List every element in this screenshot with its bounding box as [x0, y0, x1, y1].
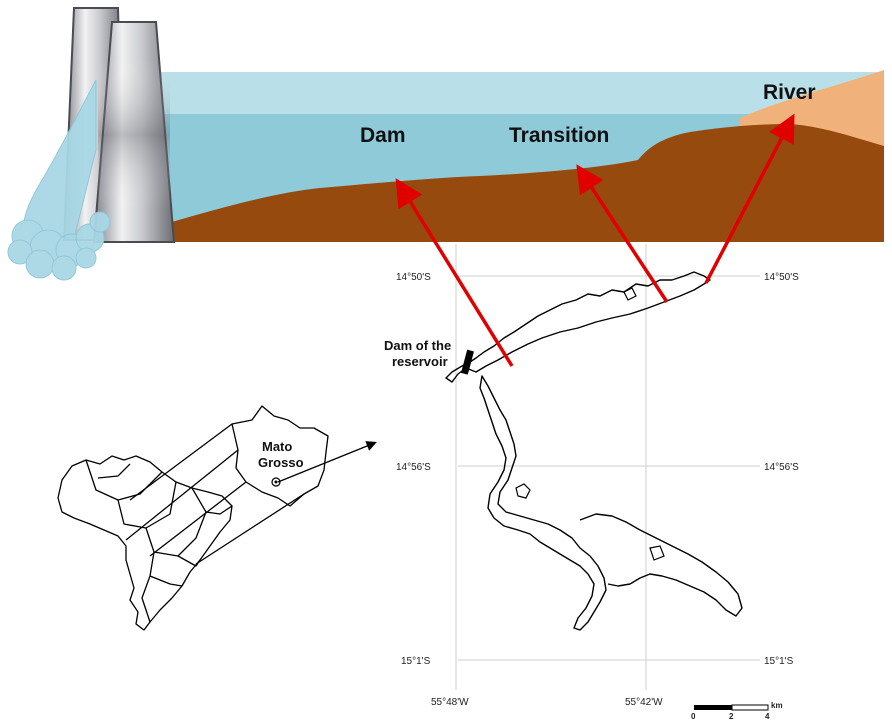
lat-label-left-2: 14°56'S	[396, 462, 431, 473]
sediment-bed	[172, 124, 884, 242]
dam-label-line1: Dam of the	[384, 338, 451, 353]
dam-wall-shade	[98, 60, 170, 210]
spillway-water	[7, 79, 111, 281]
inset-connector-1	[129, 423, 233, 501]
inset-connector-2	[125, 449, 239, 541]
study-site-dot	[274, 480, 278, 484]
scale-tick-4: 4	[765, 712, 770, 721]
state-label-line1: Mato	[262, 439, 292, 454]
lat-label-left-3: 15°1'S	[401, 656, 431, 667]
scale-bar-white	[731, 704, 769, 711]
state-label-line2: Grosso	[258, 455, 304, 470]
scale-bar: 0 2 4 km	[691, 701, 783, 721]
brazil-state-lines	[85, 459, 233, 623]
reservoir-outline-east-arm	[579, 513, 743, 617]
arrow-river	[704, 113, 795, 284]
reservoir-outline-south	[479, 375, 607, 631]
inset-connector-4	[195, 493, 305, 565]
zone-label-dam: Dam	[360, 124, 406, 147]
brazil-outline	[57, 455, 233, 631]
lon-label-2: 55°42'W	[625, 697, 663, 708]
reservoir-island-2	[623, 287, 637, 301]
study-site-arrow	[277, 441, 377, 483]
lon-label-1: 55°48'W	[431, 697, 469, 708]
arrow-dam	[395, 178, 514, 367]
reservoir-outline	[445, 271, 711, 383]
zone-arrows	[395, 113, 795, 367]
arrow-transition	[576, 164, 669, 303]
lat-label-right-3: 15°1'S	[764, 656, 794, 667]
zone-label-transition: Transition	[509, 124, 609, 147]
reservoir-island-1	[515, 483, 531, 499]
brazil-inset-map	[57, 405, 329, 631]
lat-label-right-2: 14°56'S	[764, 462, 799, 473]
inset-connector-3	[149, 481, 247, 557]
lat-label-left-1: 14°50'S	[396, 272, 431, 283]
zone-label-river: River	[763, 81, 816, 104]
scale-tick-2: 2	[729, 712, 734, 721]
dam-marker	[460, 349, 474, 375]
lat-label-right-1: 14°50'S	[764, 272, 799, 283]
scale-bar-black	[694, 705, 732, 710]
dam-label-line2: reservoir	[392, 354, 448, 369]
map-grid	[455, 244, 760, 690]
reservoir-profile: Dam Transition River	[7, 7, 884, 281]
scale-tick-0: 0	[691, 712, 696, 721]
scale-unit: km	[771, 701, 783, 710]
reservoir-island-3	[649, 545, 665, 561]
